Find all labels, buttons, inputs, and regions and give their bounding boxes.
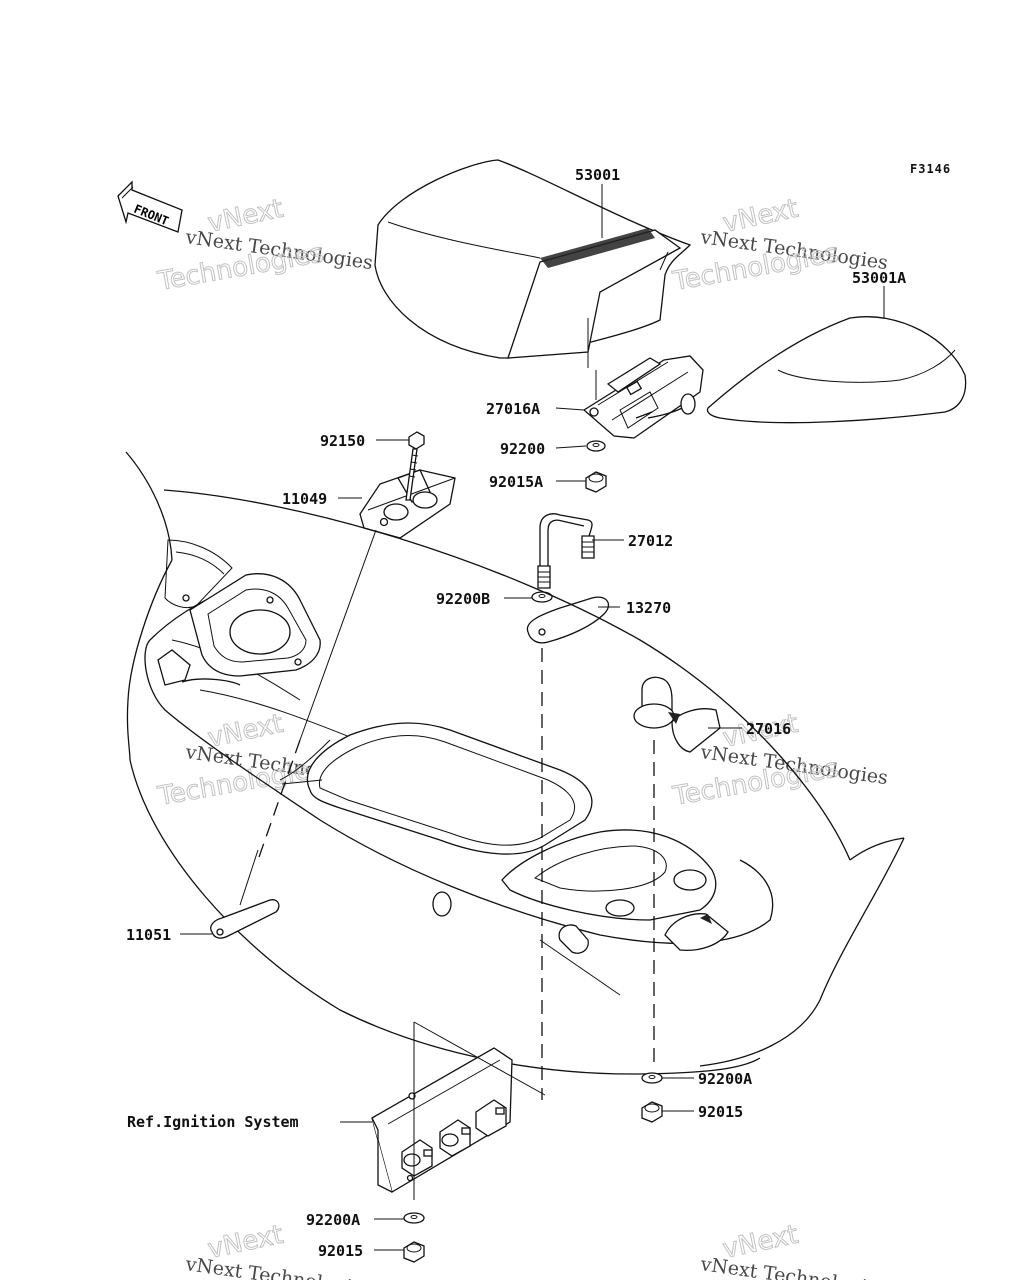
u-bolt-27012 — [537, 513, 595, 589]
hull-body — [125, 451, 905, 1075]
washer-92200 — [586, 440, 606, 452]
label-92200A-right: 92200A — [698, 1070, 752, 1088]
washer-92200B — [531, 591, 553, 603]
label-27016A: 27016A — [486, 400, 540, 418]
label-92200B: 92200B — [436, 590, 490, 608]
nut-92015-right — [641, 1101, 663, 1123]
label-92015-bottom: 92015 — [318, 1242, 363, 1260]
figure-code: F3146 — [910, 162, 951, 176]
label-92150: 92150 — [320, 432, 365, 450]
plate-13270 — [526, 596, 609, 644]
ignition-box — [371, 1047, 513, 1193]
label-92015-right: 92015 — [698, 1103, 743, 1121]
label-27016: 27016 — [746, 720, 791, 738]
part-labels: 53001 53001A 27016A 92200 92015A 92150 1… — [126, 166, 906, 1260]
latch-27016 — [633, 676, 721, 753]
svg-text:vNext Technologies: vNext Technologies — [698, 1253, 889, 1280]
washer-92200A-right — [641, 1072, 663, 1084]
seat-main — [374, 159, 692, 359]
bolt-92150 — [405, 431, 425, 501]
label-11051: 11051 — [126, 926, 171, 944]
label-53001: 53001 — [575, 166, 620, 184]
nut-92015-bottom — [403, 1241, 425, 1263]
label-92200: 92200 — [500, 440, 545, 458]
label-ref-ignition-system: Ref.Ignition System — [127, 1113, 299, 1131]
washer-92200A-bottom — [403, 1212, 425, 1224]
label-92200A-bottom: 92200A — [306, 1211, 360, 1229]
front-arrow-icon: FRONT — [117, 180, 183, 233]
nut-92015A — [585, 471, 607, 493]
strap-11051 — [210, 899, 280, 939]
leader-lines — [180, 184, 885, 1251]
seat-rear — [706, 316, 967, 424]
seat-hinge — [582, 355, 704, 439]
label-53001A: 53001A — [852, 269, 906, 287]
label-92015A: 92015A — [489, 473, 543, 491]
label-13270: 13270 — [626, 599, 671, 617]
label-11049: 11049 — [282, 490, 327, 508]
bracket-11049 — [359, 469, 456, 539]
label-27012: 27012 — [628, 532, 673, 550]
